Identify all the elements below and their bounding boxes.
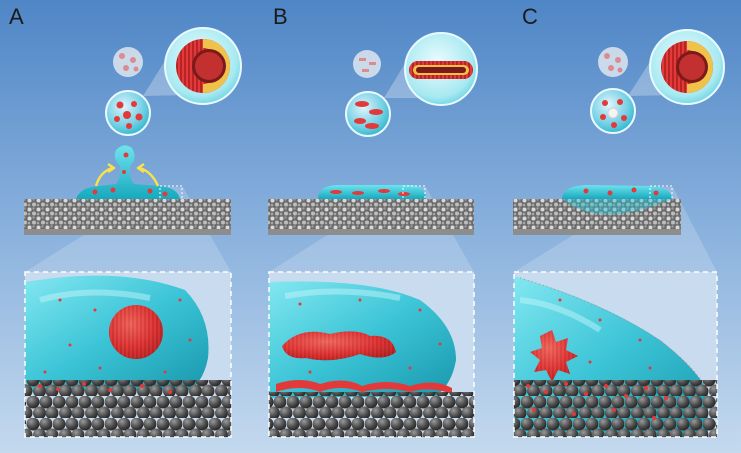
blurry-vesicle-b xyxy=(353,50,381,78)
panel-c xyxy=(513,29,725,438)
disrupted-vesicle-c xyxy=(530,330,578,382)
panel-label-a: A xyxy=(9,4,24,29)
liposome-cross-section-c xyxy=(649,29,725,105)
vesicle-bubble-b xyxy=(345,91,391,137)
blurry-vesicle-a xyxy=(113,47,143,77)
zoom-inset-c xyxy=(514,272,717,437)
porous-substrate-a xyxy=(24,199,231,229)
blurry-vesicle-c xyxy=(598,47,628,77)
droplet-a xyxy=(76,145,180,199)
zoom-inset-b xyxy=(269,272,474,437)
panel-b xyxy=(268,32,478,438)
inset-frame-a xyxy=(24,271,232,438)
liposome-cross-section-a xyxy=(164,27,242,105)
inset-frame-c xyxy=(513,271,718,438)
porous-substrate-c xyxy=(513,199,681,229)
panel-a xyxy=(24,27,242,438)
droplet-b xyxy=(318,185,426,199)
base-plate-a xyxy=(24,229,231,235)
base-plate-c xyxy=(513,229,681,235)
porous-substrate-b xyxy=(268,199,474,229)
panel-label-c: C xyxy=(522,4,538,29)
base-plate-b xyxy=(268,229,474,235)
infiltrated-liquid-c xyxy=(562,199,672,215)
zoom-inset-a xyxy=(25,272,231,437)
flow-arrow-icon xyxy=(94,162,160,187)
bilayer-cross-section-b xyxy=(404,32,478,106)
vesicle-bubble-c xyxy=(590,88,636,134)
panel-label-b: B xyxy=(273,4,288,29)
inset-frame-b xyxy=(268,271,475,438)
vesicle-bubble-a xyxy=(105,90,151,136)
